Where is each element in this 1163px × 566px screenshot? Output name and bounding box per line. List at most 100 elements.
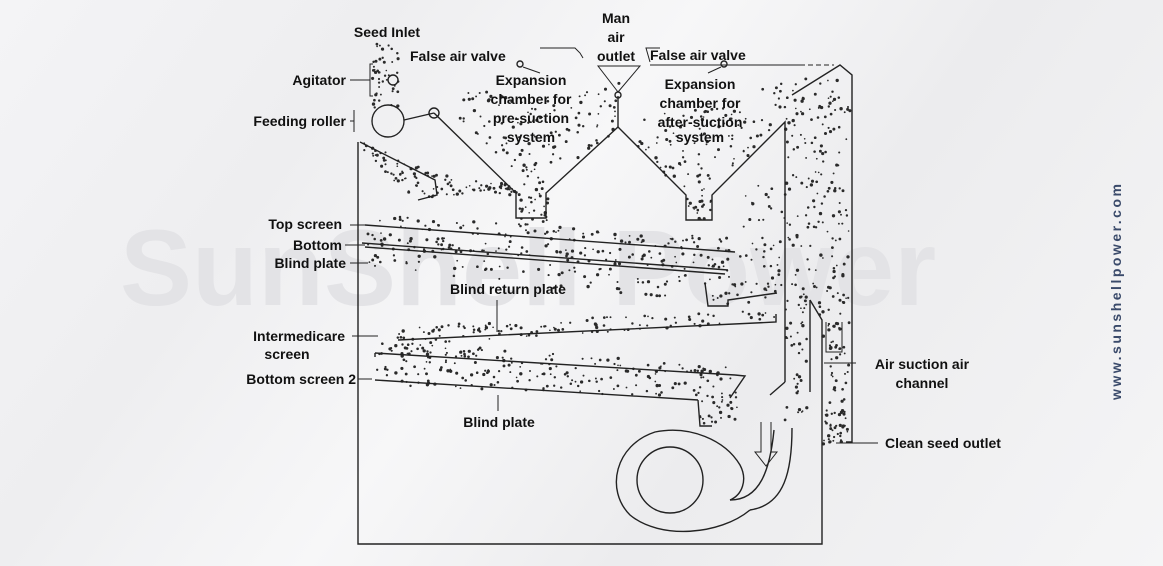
seed-dot xyxy=(668,125,672,128)
seed-dot xyxy=(830,341,833,344)
seed-dot xyxy=(705,143,708,146)
seed-dot xyxy=(748,217,752,222)
seed-dot xyxy=(706,394,709,398)
seed-dot xyxy=(377,77,381,81)
seed-dot xyxy=(444,359,448,362)
seed-dot xyxy=(834,379,838,383)
seed-dot xyxy=(373,237,376,241)
seed-dot xyxy=(823,439,825,442)
seed-dot xyxy=(560,386,563,389)
seed-dot xyxy=(383,74,387,77)
seed-dot xyxy=(805,303,808,306)
seed-dot xyxy=(675,261,678,264)
seed-dot xyxy=(558,225,562,230)
seed-dot xyxy=(744,195,747,197)
seed-dot xyxy=(553,327,557,331)
seed-dot xyxy=(515,376,518,379)
seed-inlet-label: Seed Inlet xyxy=(354,24,420,40)
seed-dot xyxy=(570,107,573,109)
seed-dot xyxy=(461,376,465,380)
seed-dot xyxy=(824,150,827,154)
blind-return-plate xyxy=(397,314,777,341)
seed-dot xyxy=(396,179,400,183)
seed-dot xyxy=(678,279,681,283)
housing-outline xyxy=(357,142,823,545)
seed-dot xyxy=(450,178,453,181)
seed-dot xyxy=(565,249,567,251)
seed-dot xyxy=(381,56,384,59)
seed-dot xyxy=(432,328,436,331)
seed-dot xyxy=(831,255,834,258)
seed-dot xyxy=(479,189,482,192)
seed-dot xyxy=(797,351,801,355)
seed-dot xyxy=(393,259,397,262)
seed-dot xyxy=(598,358,602,362)
seed-dot xyxy=(436,224,439,226)
seed-dot xyxy=(692,241,696,244)
seed-dot xyxy=(377,71,380,74)
seed-dot xyxy=(697,153,701,156)
seed-dot xyxy=(833,411,836,415)
seed-dot xyxy=(786,299,789,302)
seed-dot xyxy=(662,362,666,365)
seed-dot xyxy=(525,335,528,337)
seed-dot xyxy=(484,326,489,330)
seed-dot xyxy=(499,184,503,188)
seed-dot xyxy=(569,321,572,324)
seed-dot xyxy=(832,439,835,442)
seed-dot xyxy=(801,348,804,351)
seed-dot xyxy=(657,393,662,397)
seed-dot xyxy=(776,263,779,266)
seed-dot xyxy=(455,371,459,375)
seed-dot xyxy=(444,178,447,181)
seed-dot xyxy=(595,139,598,142)
expansion-pre-label-2: chamber for xyxy=(491,91,572,107)
seed-dot xyxy=(820,202,824,205)
seed-dot xyxy=(418,326,421,329)
seed-dot xyxy=(698,173,701,177)
seed-dot xyxy=(617,81,621,85)
seed-dot xyxy=(595,325,599,330)
seed-dot xyxy=(504,136,508,140)
seed-dot xyxy=(693,322,696,325)
seed-dot xyxy=(708,369,712,374)
seed-dot xyxy=(826,230,829,233)
seed-dot xyxy=(744,117,747,120)
seed-dot xyxy=(480,387,484,391)
seed-dot xyxy=(729,377,732,380)
seed-dot xyxy=(496,381,500,384)
seed-dot xyxy=(831,295,835,298)
seed-dot xyxy=(823,131,828,136)
seed-dot xyxy=(728,275,730,278)
seed-dot xyxy=(821,123,824,126)
seed-dot xyxy=(701,400,704,403)
seed-dot xyxy=(831,375,834,378)
seed-dot xyxy=(447,324,450,327)
seed-dot xyxy=(738,111,741,114)
seed-dot xyxy=(500,144,504,147)
seed-dot xyxy=(493,383,496,387)
seed-dot xyxy=(396,104,400,108)
seed-dot xyxy=(686,197,689,201)
seed-dot xyxy=(674,240,677,243)
seed-dot xyxy=(628,235,631,237)
seed-dot xyxy=(498,265,501,268)
seed-dot xyxy=(502,148,505,152)
seed-dot xyxy=(645,148,647,151)
seed-dot xyxy=(770,276,775,280)
seed-dot xyxy=(709,208,712,212)
seed-dot xyxy=(829,346,833,350)
seed-dot xyxy=(595,230,599,234)
seed-dot xyxy=(404,177,406,180)
seed-dot xyxy=(449,184,453,188)
seed-dot xyxy=(375,153,379,157)
seed-dot xyxy=(567,128,571,132)
seed-dot xyxy=(472,328,476,331)
seed-dot xyxy=(372,60,375,64)
seed-dot xyxy=(453,266,457,271)
seed-dot xyxy=(731,283,734,286)
seed-dot xyxy=(581,124,585,128)
seed-dot xyxy=(422,349,426,353)
man-air-outlet-label-1: Man xyxy=(602,10,630,26)
seed-dot xyxy=(582,232,585,235)
